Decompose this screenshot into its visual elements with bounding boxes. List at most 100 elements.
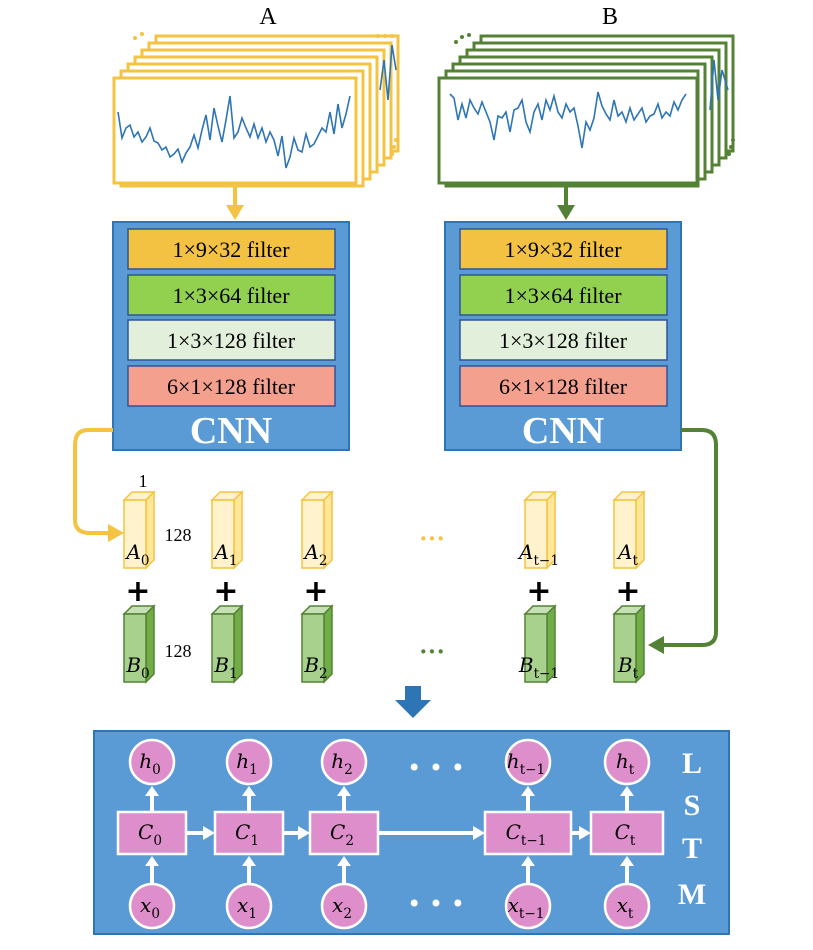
lstm-arrowhead <box>337 786 351 796</box>
a-vector-0: A0 <box>122 490 156 570</box>
lstm-arrowhead <box>242 786 256 796</box>
ellipsis-b: ··· <box>419 637 445 666</box>
b-vector-0: B0 <box>122 604 156 684</box>
x-node-0 <box>128 882 176 930</box>
cell-label-0: C0 <box>138 820 162 849</box>
signal-stack-b <box>437 33 735 188</box>
cnn-block-a: 1×9×32 filter 1×3×64 filter 1×3×128 filt… <box>112 221 350 452</box>
h-node-1 <box>225 738 273 786</box>
arrow-down-to-lstm <box>395 686 431 718</box>
a-vector-4: At <box>612 490 646 570</box>
plus-sign-1: + <box>213 574 238 609</box>
input-label-a: A <box>259 4 277 30</box>
x-node-1 <box>225 882 273 930</box>
b-vector-label-4: Bt <box>617 653 639 682</box>
lstm-arrowhead <box>337 856 351 866</box>
plus-sign-4: + <box>615 574 640 609</box>
a-vector-1: A1 <box>210 490 244 570</box>
x-node-4 <box>603 882 651 930</box>
lstm-arrowhead <box>145 856 159 866</box>
filter-2-label: 1×3×64 filter <box>172 283 290 308</box>
arrow-a-to-cnn <box>226 185 244 220</box>
cell-link-head-0 <box>203 826 215 840</box>
dim-height-b-label: 128 <box>165 641 192 661</box>
b-vector-label-3: Bt−1 <box>518 653 559 682</box>
filter-3-label: 1×3×128 filter <box>167 328 296 353</box>
lstm-arrowhead <box>620 856 634 866</box>
a-vector-2: A2 <box>300 490 334 570</box>
filter-2-b <box>459 274 668 316</box>
filter-3 <box>127 319 336 361</box>
h-node-3 <box>504 738 552 786</box>
arrowhead-b <box>648 636 664 654</box>
a-vector-3: At−1 <box>517 490 559 570</box>
a-vector-label-0: A0 <box>124 540 149 569</box>
lstm-letter-m: M <box>678 878 706 911</box>
cell-link-head-1 <box>298 826 310 840</box>
lstm-arrowhead <box>521 856 535 866</box>
cell-label-3: Ct−1 <box>506 820 547 849</box>
filter-2-b-label: 1×3×64 filter <box>504 283 622 308</box>
cell-link-head-2 <box>473 826 485 840</box>
x-node-2 <box>320 882 368 930</box>
lstm-dots-top: • • • <box>407 754 465 782</box>
a-vector-label-4: At <box>616 540 638 569</box>
lstm-arrowhead <box>620 786 634 796</box>
filter-1-b <box>459 228 668 270</box>
lstm-arrowhead <box>242 856 256 866</box>
b-vector-3: Bt−1 <box>518 604 559 684</box>
cell-link-head-3 <box>579 826 591 840</box>
b-vector-2: B2 <box>300 604 334 684</box>
h-node-2 <box>320 738 368 786</box>
b-vector-label-1: B1 <box>213 653 237 682</box>
filter-4-b <box>459 365 668 407</box>
filter-3-b <box>459 319 668 361</box>
filter-1-b-label: 1×9×32 filter <box>504 237 622 262</box>
dim-height-a-label: 128 <box>165 525 192 545</box>
cell-label-2: C2 <box>330 820 354 849</box>
filter-1 <box>127 228 336 270</box>
lstm-dots-bottom: • • • <box>407 890 465 918</box>
x-node-3 <box>504 882 552 930</box>
dim-width-label: 1 <box>139 471 148 491</box>
b-vector-label-0: B0 <box>125 653 149 682</box>
cell-0 <box>116 810 188 856</box>
filter-1-label: 1×9×32 filter <box>172 237 290 262</box>
plus-sign-2: + <box>303 574 328 609</box>
plus-sign-3: + <box>526 574 551 609</box>
a-vector-label-1: A1 <box>212 540 237 569</box>
a-vectors: A0 + A1 + A2 + At−1 + At + <box>122 490 646 609</box>
filter-4-label: 6×1×128 filter <box>167 374 296 399</box>
h-label-3: ht−1 <box>507 749 545 778</box>
filter-4-b-label: 6×1×128 filter <box>499 374 628 399</box>
cnn-block-b: 1×9×32 filter 1×3×64 filter 1×3×128 filt… <box>444 221 682 452</box>
filter-3-b-label: 1×3×128 filter <box>499 328 628 353</box>
a-vector-label-2: A2 <box>302 540 327 569</box>
arrow-cnn-a-to-vectors <box>73 428 113 535</box>
b-vector-4: Bt <box>612 604 646 684</box>
x-label-3: xt−1 <box>508 893 545 922</box>
x-label-0: x0 <box>140 893 160 922</box>
b-vector-1: B1 <box>210 604 244 684</box>
cell-label-1: C1 <box>235 820 259 849</box>
lstm-letter-s: S <box>684 789 701 822</box>
h-label-1: h1 <box>236 749 258 778</box>
arrow-b-to-cnn <box>557 185 575 220</box>
x-label-1: x1 <box>237 893 257 922</box>
plus-sign-0: + <box>125 574 150 609</box>
h-node-4 <box>603 738 651 786</box>
lstm-arrowhead <box>145 786 159 796</box>
h-node-0 <box>128 738 176 786</box>
h-label-0: h0 <box>139 749 161 778</box>
h-label-2: h2 <box>331 749 353 778</box>
x-label-4: xt <box>617 893 634 922</box>
filter-4 <box>127 365 336 407</box>
lstm-arrowhead <box>521 786 535 796</box>
cnn-title-b: CNN <box>522 410 604 452</box>
cnn-title-a: CNN <box>190 410 272 452</box>
arrow-cnn-b-to-vectors <box>662 428 718 647</box>
b-vectors: B0 B1 B2 Bt−1 Bt <box>122 604 646 684</box>
b-vector-label-2: B2 <box>303 653 327 682</box>
